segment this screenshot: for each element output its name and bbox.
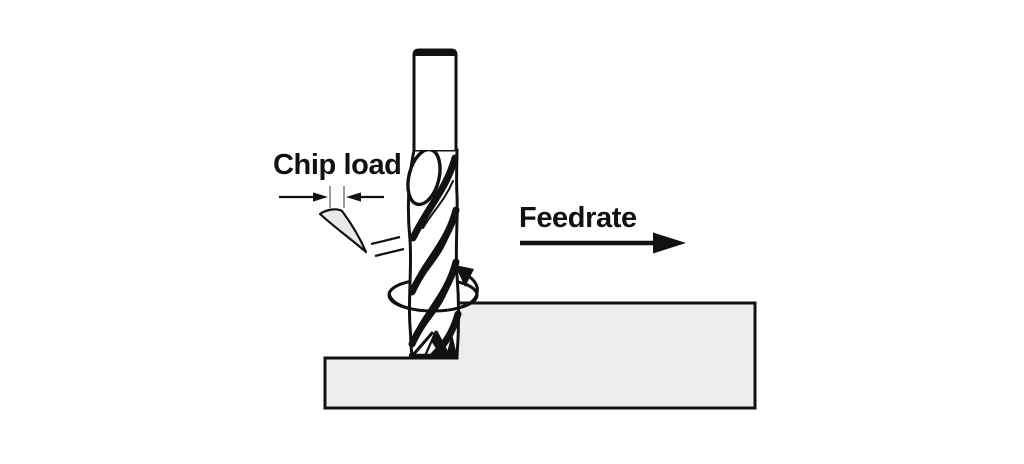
tool-tip-facets: [409, 330, 458, 359]
workpiece: [323, 301, 757, 410]
dimension-arrowhead-right-pointing: [313, 192, 328, 202]
rotation-arrow-front: [387, 292, 479, 313]
chip-load-dimension: [279, 186, 384, 208]
chip-load-label: Chip load: [273, 149, 402, 181]
flute-highlight-line: [422, 180, 454, 229]
motion-lines: [370, 235, 405, 258]
chip: [318, 208, 368, 254]
tip-facet-line: [411, 331, 435, 356]
flute-highlight-line: [418, 174, 450, 224]
tip-facet: [431, 330, 450, 356]
rotation-arrowhead: [455, 265, 474, 287]
end-mill-shank: [412, 48, 458, 150]
dimension-arrowhead-left-pointing: [346, 192, 361, 202]
motion-line: [374, 247, 405, 258]
flute-band: [408, 258, 460, 348]
tip-facet-line: [423, 330, 438, 357]
motion-line: [370, 235, 401, 246]
feedrate-label: Feedrate: [519, 202, 637, 234]
end-mill: [406, 48, 462, 360]
flute-highlight-line: [419, 230, 451, 282]
tip-facet: [446, 334, 457, 356]
feedrate-arrowhead: [653, 232, 686, 254]
flute-band: [408, 206, 460, 296]
feedrate-arrow: [520, 232, 686, 254]
